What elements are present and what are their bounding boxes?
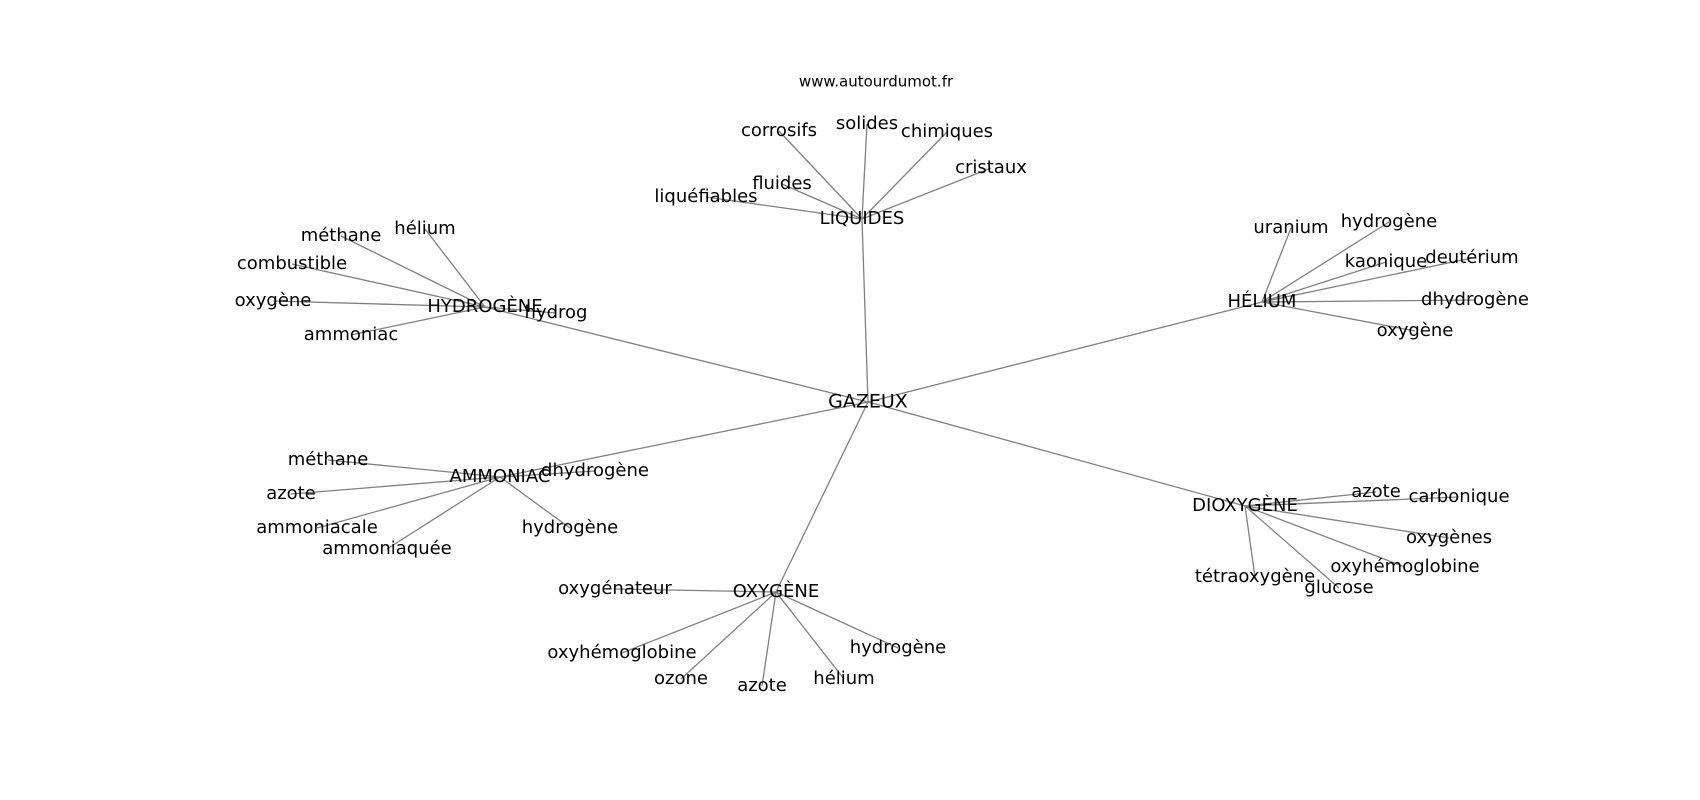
edge-dioxygene-leaf-5 <box>1244 505 1340 589</box>
hub-node-dioxygene[interactable]: DIOXYGÈNE <box>1192 494 1298 516</box>
edge-center-hydrogene <box>484 306 869 403</box>
leaf-node-dioxygene-2[interactable]: oxygènes <box>1406 527 1492 548</box>
leaf-node-hydrogene-3[interactable]: oxygène <box>235 290 312 311</box>
leaf-node-ammoniac-0[interactable]: méthane <box>288 449 369 470</box>
edge-helium-leaf-0 <box>1261 227 1292 303</box>
leaf-node-liquides-4[interactable]: fluides <box>752 173 812 194</box>
leaf-node-dioxygene-1[interactable]: carbonique <box>1408 486 1509 507</box>
leaf-node-liquides-3[interactable]: cristaux <box>955 157 1027 178</box>
edge-oxygene-leaf-2 <box>680 591 777 680</box>
edge-oxygene-leaf-4 <box>775 591 845 680</box>
edge-ammoniac-leaf-1 <box>290 476 501 495</box>
hub-node-helium[interactable]: HÉLIUM <box>1228 290 1297 312</box>
center-node-label[interactable]: GAZEUX <box>828 391 908 413</box>
leaf-node-ammoniac-5[interactable]: hydrogène <box>522 517 619 538</box>
leaf-node-liquides-2[interactable]: chimiques <box>901 121 993 142</box>
hub-node-liquides[interactable]: LIQUIDES <box>820 208 905 229</box>
edge-oxygene-leaf-1 <box>621 591 777 654</box>
edge-hydrogene-leaf-5 <box>484 306 557 314</box>
edge-liquides-leaf-3 <box>861 167 992 220</box>
edge-helium-leaf-5 <box>1261 301 1416 332</box>
edge-dioxygene-leaf-2 <box>1244 505 1450 539</box>
leaf-node-helium-0[interactable]: uranium <box>1253 217 1328 238</box>
leaf-node-hydrogene-1[interactable]: hélium <box>394 218 455 239</box>
edge-hydrogene-leaf-0 <box>340 235 486 308</box>
leaf-node-ammoniac-1[interactable]: azote <box>266 483 316 504</box>
leaf-node-ammoniac-3[interactable]: ammoniaquée <box>322 538 452 559</box>
edge-helium-leaf-3 <box>1261 257 1473 303</box>
graph-edges <box>272 123 1476 687</box>
edge-helium-leaf-2 <box>1261 261 1387 303</box>
leaf-node-helium-5[interactable]: oxygène <box>1377 320 1454 341</box>
leaf-node-oxygene-4[interactable]: hélium <box>813 668 874 689</box>
edge-center-liquides <box>861 218 869 403</box>
edge-ammoniac-leaf-5 <box>499 476 571 529</box>
leaf-node-oxygene-2[interactable]: ozone <box>654 668 708 689</box>
edge-dioxygene-leaf-3 <box>1244 505 1406 568</box>
edge-hydrogene-leaf-1 <box>424 228 486 308</box>
edge-ammoniac-leaf-3 <box>386 476 501 550</box>
edge-center-dioxygene <box>867 401 1246 507</box>
leaf-node-ammoniac-4[interactable]: dhydrogène <box>541 460 649 481</box>
edge-liquides-leaf-0 <box>778 130 863 220</box>
leaf-node-dioxygene-5[interactable]: glucose <box>1304 577 1373 598</box>
edge-ammoniac-leaf-4 <box>499 470 596 478</box>
hub-node-hydrogene[interactable]: HYDROGÈNE <box>427 295 542 317</box>
edge-hydrogene-leaf-2 <box>291 263 486 308</box>
leaf-node-hydrogene-5[interactable]: hydrog <box>525 302 588 323</box>
leaf-node-oxygene-1[interactable]: oxyhémoglobine <box>547 642 696 663</box>
edge-hydrogene-leaf-4 <box>350 306 486 336</box>
leaf-node-dioxygene-3[interactable]: oxyhémoglobine <box>1330 556 1479 577</box>
edge-helium-leaf-1 <box>1261 221 1390 303</box>
edge-ammoniac-leaf-0 <box>327 459 501 478</box>
leaf-node-helium-1[interactable]: hydrogène <box>1341 211 1438 232</box>
leaf-node-hydrogene-4[interactable]: ammoniac <box>304 324 398 345</box>
edge-dioxygene-leaf-1 <box>1244 496 1460 507</box>
leaf-node-helium-4[interactable]: dhydrogène <box>1421 289 1529 310</box>
leaf-node-liquides-1[interactable]: solides <box>836 113 898 134</box>
edge-liquides-leaf-1 <box>861 123 868 220</box>
hub-node-oxygene[interactable]: OXYGÈNE <box>733 580 820 602</box>
leaf-node-liquides-0[interactable]: corrosifs <box>741 120 817 141</box>
edge-center-helium <box>867 301 1263 403</box>
leaf-node-hydrogene-0[interactable]: méthane <box>301 225 382 246</box>
edge-oxygene-leaf-0 <box>614 588 777 593</box>
source-watermark: www.autourdumot.fr <box>799 73 954 91</box>
edge-liquides-leaf-4 <box>781 183 863 220</box>
edge-helium-leaf-4 <box>1261 299 1476 303</box>
edge-ammoniac-leaf-2 <box>316 476 501 529</box>
edge-oxygene-leaf-3 <box>761 591 777 687</box>
edge-center-ammoniac <box>499 401 869 478</box>
leaf-node-dioxygene-0[interactable]: azote <box>1351 481 1401 502</box>
edge-liquides-leaf-2 <box>861 131 948 220</box>
leaf-node-hydrogene-2[interactable]: combustible <box>237 253 347 274</box>
edge-dioxygene-leaf-4 <box>1244 505 1256 578</box>
hub-node-ammoniac[interactable]: AMMONIAC <box>450 466 551 487</box>
graph-labels: www.autourdumot.fr GAZEUX LIQUIDES corros… <box>235 73 1529 697</box>
leaf-node-dioxygene-4[interactable]: tétraoxygène <box>1195 566 1315 587</box>
leaf-node-liquides-5[interactable]: liquéfiables <box>654 186 757 207</box>
leaf-node-oxygene-0[interactable]: oxygénateur <box>558 578 672 599</box>
leaf-node-helium-2[interactable]: kaonique <box>1345 251 1427 272</box>
edge-dioxygene-leaf-0 <box>1244 491 1377 507</box>
leaf-node-oxygene-3[interactable]: azote <box>737 675 787 696</box>
edge-liquides-leaf-5 <box>705 196 863 220</box>
leaf-node-helium-3[interactable]: deutérium <box>1425 247 1518 268</box>
edge-oxygene-leaf-5 <box>775 591 899 649</box>
leaf-node-ammoniac-2[interactable]: ammoniacale <box>256 517 378 538</box>
edge-center-oxygene <box>775 401 869 593</box>
edge-hydrogene-leaf-3 <box>272 300 486 308</box>
leaf-node-oxygene-5[interactable]: hydrogène <box>850 637 947 658</box>
